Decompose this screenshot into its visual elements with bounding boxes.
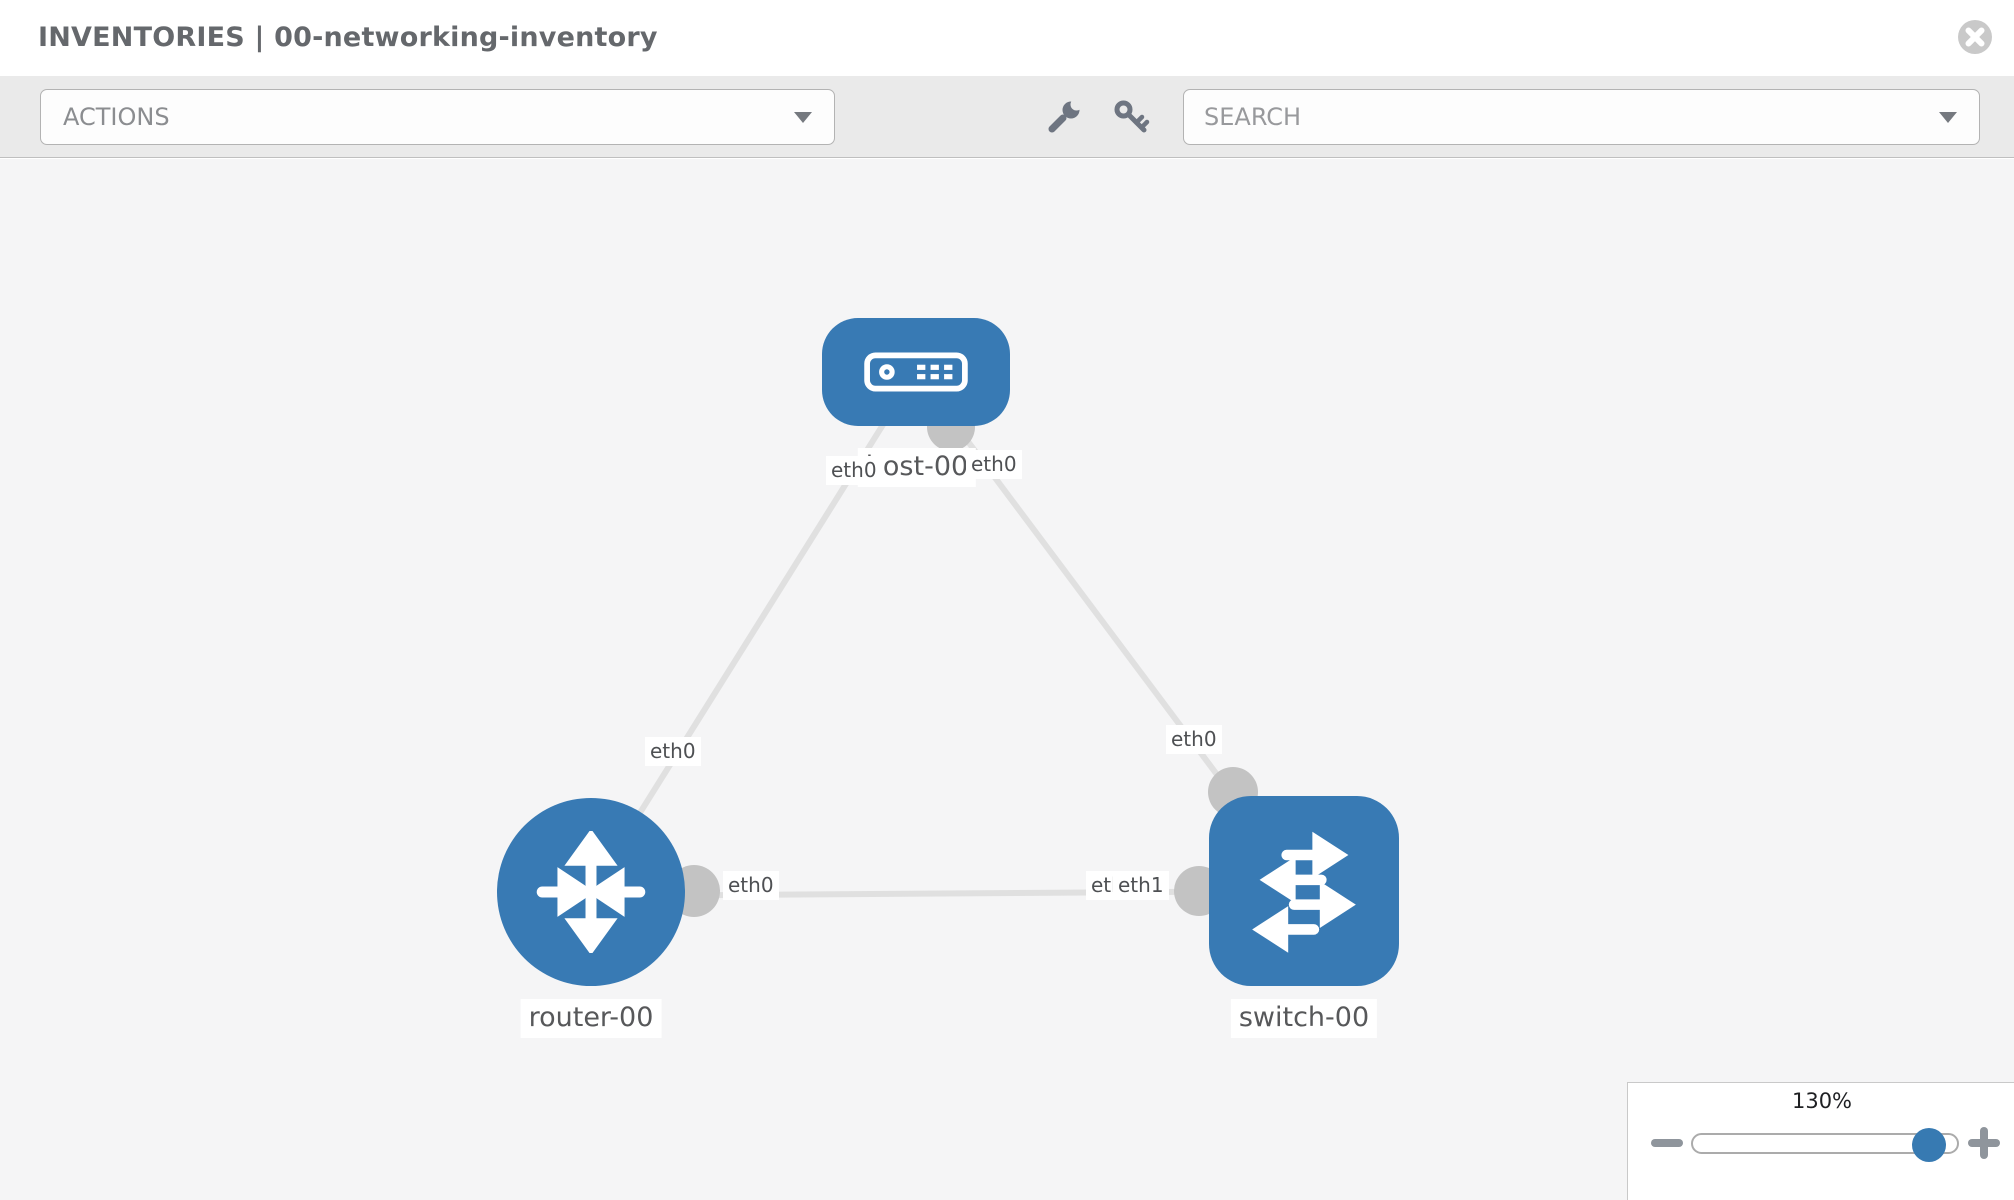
node-router-00[interactable] [497,798,685,986]
topology-canvas[interactable]: host-00 router-00 switch-00 eth0 eth0 et… [0,159,2014,1200]
interface-label: eth1 [1113,871,1169,900]
actions-dropdown-label: ACTIONS [63,103,170,131]
search-input[interactable] [1184,90,1939,144]
topology-links-layer [588,370,1307,917]
header-bar: INVENTORIES | 00-networking-inventory [0,0,2014,76]
key-icon[interactable] [1112,98,1150,136]
close-icon[interactable] [1956,18,1994,56]
node-label-switch: switch-00 [1230,999,1378,1038]
interface-label: eth0 [645,737,701,766]
interface-label: eth0 [1166,725,1222,754]
actions-dropdown[interactable]: ACTIONS [40,89,835,145]
chevron-down-icon [794,111,812,123]
zoom-level-value: 130% [1791,1089,1853,1113]
switch-icon [1252,831,1356,953]
interface-label: eth0 [723,871,779,900]
interface-label: eth0 [966,450,1022,479]
node-switch-00[interactable] [1209,796,1399,986]
node-label-router: router-00 [520,999,662,1038]
zoom-out-minus-icon[interactable] [1651,1139,1683,1147]
zoom-in-plus-icon[interactable] [1968,1127,2000,1159]
interface-label: eth0 [826,456,882,485]
search-combo [1183,89,1980,145]
zoom-slider-track[interactable] [1691,1128,1959,1162]
toolbar: ACTIONS [0,76,2014,158]
node-host-00[interactable] [822,318,1010,426]
router-icon [536,831,646,953]
page-title: INVENTORIES | 00-networking-inventory [38,22,658,53]
zoom-control-panel: 130% [1627,1082,2014,1200]
zoom-slider-knob[interactable] [1912,1128,1946,1162]
host-icon [864,352,968,392]
search-chevron-down-icon[interactable] [1939,111,1957,123]
wrench-icon[interactable] [1045,98,1083,136]
